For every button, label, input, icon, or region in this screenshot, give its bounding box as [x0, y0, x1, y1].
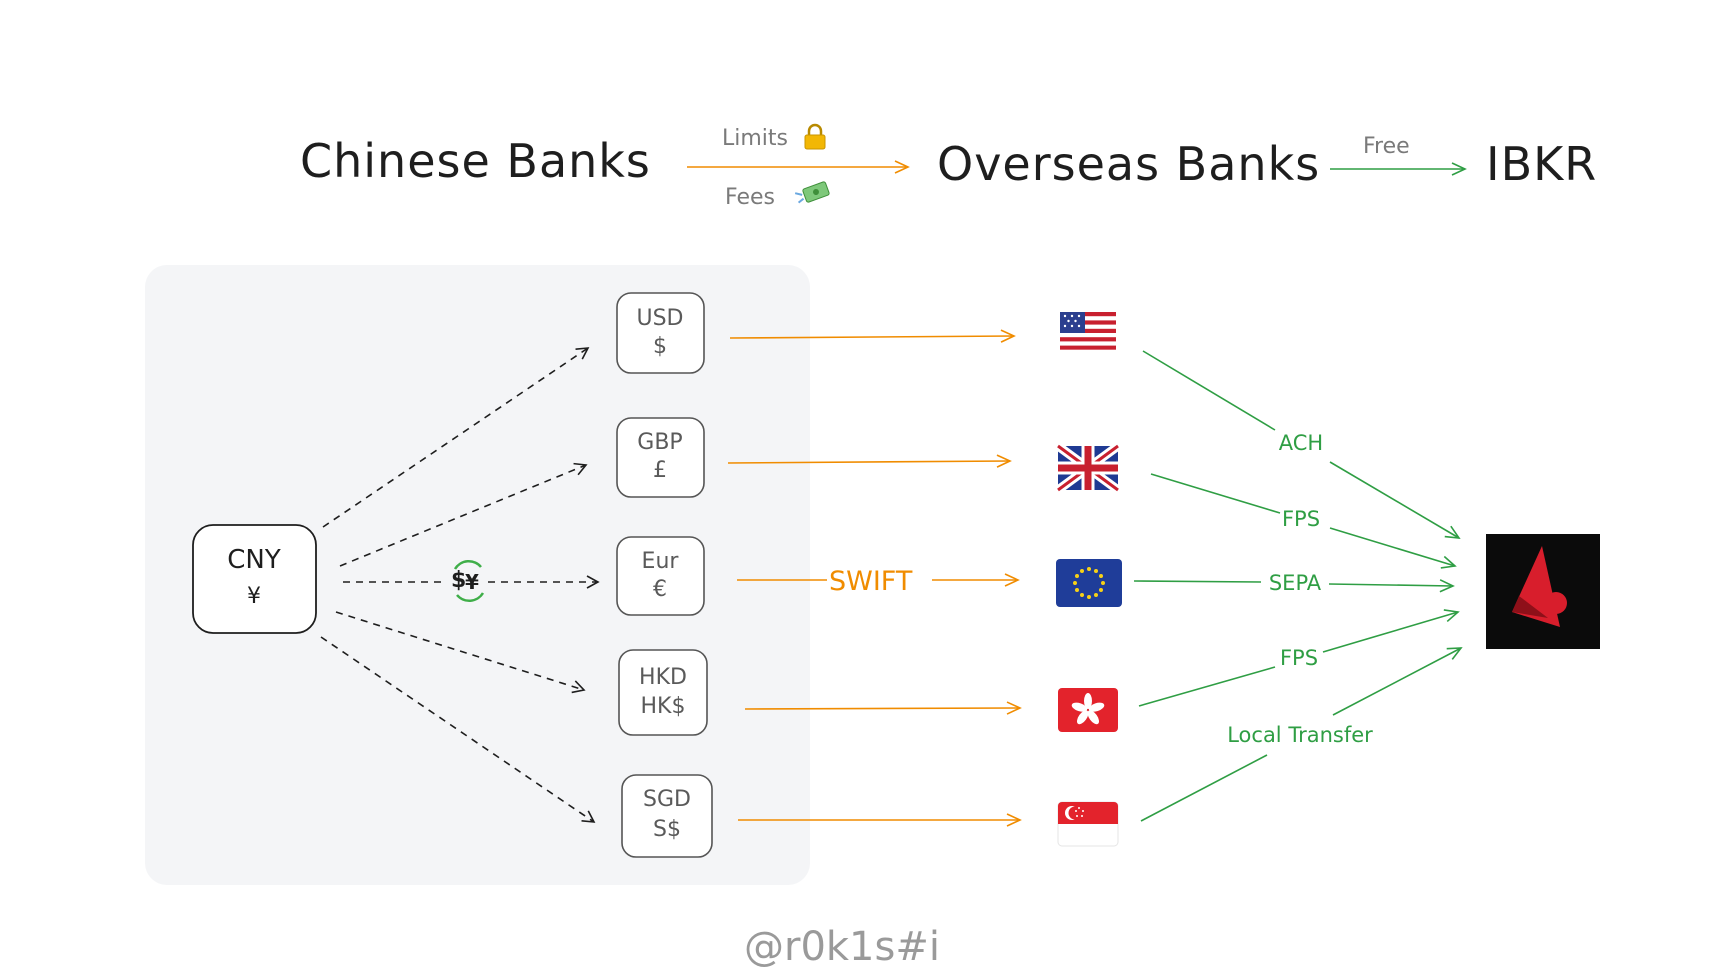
us-flag-icon — [1060, 312, 1116, 354]
route-label-fps-hk: FPS — [1280, 646, 1318, 670]
conversion-arrows — [320, 347, 600, 823]
route-label-sepa: SEPA — [1269, 571, 1322, 595]
fees-label: Fees — [725, 185, 775, 210]
currency-box-hkd: HKD HK$ — [618, 649, 708, 736]
cny-to-hkd-arrow — [335, 611, 586, 694]
currency-code: HKD — [639, 665, 687, 690]
lock-icon — [804, 123, 826, 150]
svg-text:¥: ¥ — [465, 570, 479, 594]
fps-hk-arrow — [1322, 609, 1460, 653]
currency-box-eur: Eur € — [616, 536, 705, 616]
svg-text:$: $ — [451, 568, 466, 593]
sepa-arrow — [1328, 579, 1455, 593]
currency-symbol: S$ — [653, 817, 681, 842]
money-with-wings-icon — [794, 181, 830, 204]
currency-code: GBP — [637, 430, 682, 455]
currency-code: SGD — [643, 787, 691, 812]
cny-code: CNY — [227, 545, 281, 575]
ibkr-logo-icon — [1486, 534, 1600, 649]
free-label: Free — [1363, 134, 1410, 159]
currency-exchange-icon: $ ¥ — [451, 560, 485, 602]
cny-to-sgd-arrow — [320, 636, 596, 823]
currency-code: Eur — [642, 549, 680, 574]
route-label-fps-uk: FPS — [1282, 507, 1320, 531]
gbp-to-uk-arrow — [727, 454, 1012, 468]
hkd-to-hk-arrow — [744, 701, 1022, 715]
local-routes — [1133, 350, 1463, 822]
currency-code: USD — [636, 306, 683, 331]
limits-label: Limits — [722, 126, 788, 151]
cny-to-usd-arrow — [322, 347, 590, 528]
currency-symbol: $ — [653, 334, 667, 359]
sepa-arrow-start — [1133, 580, 1262, 583]
hk-flag-icon — [1058, 688, 1118, 732]
fps-hk-arrow-start — [1138, 666, 1276, 707]
cny-box: CNY ¥ — [192, 524, 317, 634]
fps-uk-arrow — [1329, 527, 1457, 569]
ibkr-title: IBKR — [1486, 137, 1597, 191]
cny-to-gbp-arrow — [339, 462, 588, 567]
eu-flag-icon — [1056, 559, 1122, 607]
uk-flag-icon — [1055, 442, 1121, 494]
watermark: @r0k1s#i — [744, 924, 940, 970]
ach-arrow-start — [1142, 350, 1276, 431]
currency-box-sgd: SGD S$ — [621, 774, 713, 858]
currency-box-usd: USD $ — [616, 292, 705, 374]
sg-flag-icon — [1057, 801, 1119, 847]
local-transfer-arrow — [1332, 647, 1463, 716]
currency-symbol: € — [653, 577, 667, 602]
swift-label: SWIFT — [829, 566, 913, 597]
fps-uk-arrow-start — [1150, 473, 1281, 514]
cny-symbol: ¥ — [247, 584, 261, 609]
overseas-banks-title: Overseas Banks — [937, 137, 1320, 191]
currency-symbol: £ — [653, 458, 667, 483]
usd-to-us-arrow — [729, 329, 1016, 343]
swift-arrows — [727, 329, 1022, 827]
route-label-ach: ACH — [1279, 431, 1323, 455]
route-label-local-transfer: Local Transfer — [1227, 723, 1373, 747]
currency-symbol: HK$ — [641, 694, 686, 719]
ach-arrow — [1329, 461, 1461, 539]
currency-box-gbp: GBP £ — [616, 417, 705, 498]
local-transfer-arrow-start — [1140, 754, 1268, 822]
chinese-banks-title: Chinese Banks — [300, 134, 651, 188]
